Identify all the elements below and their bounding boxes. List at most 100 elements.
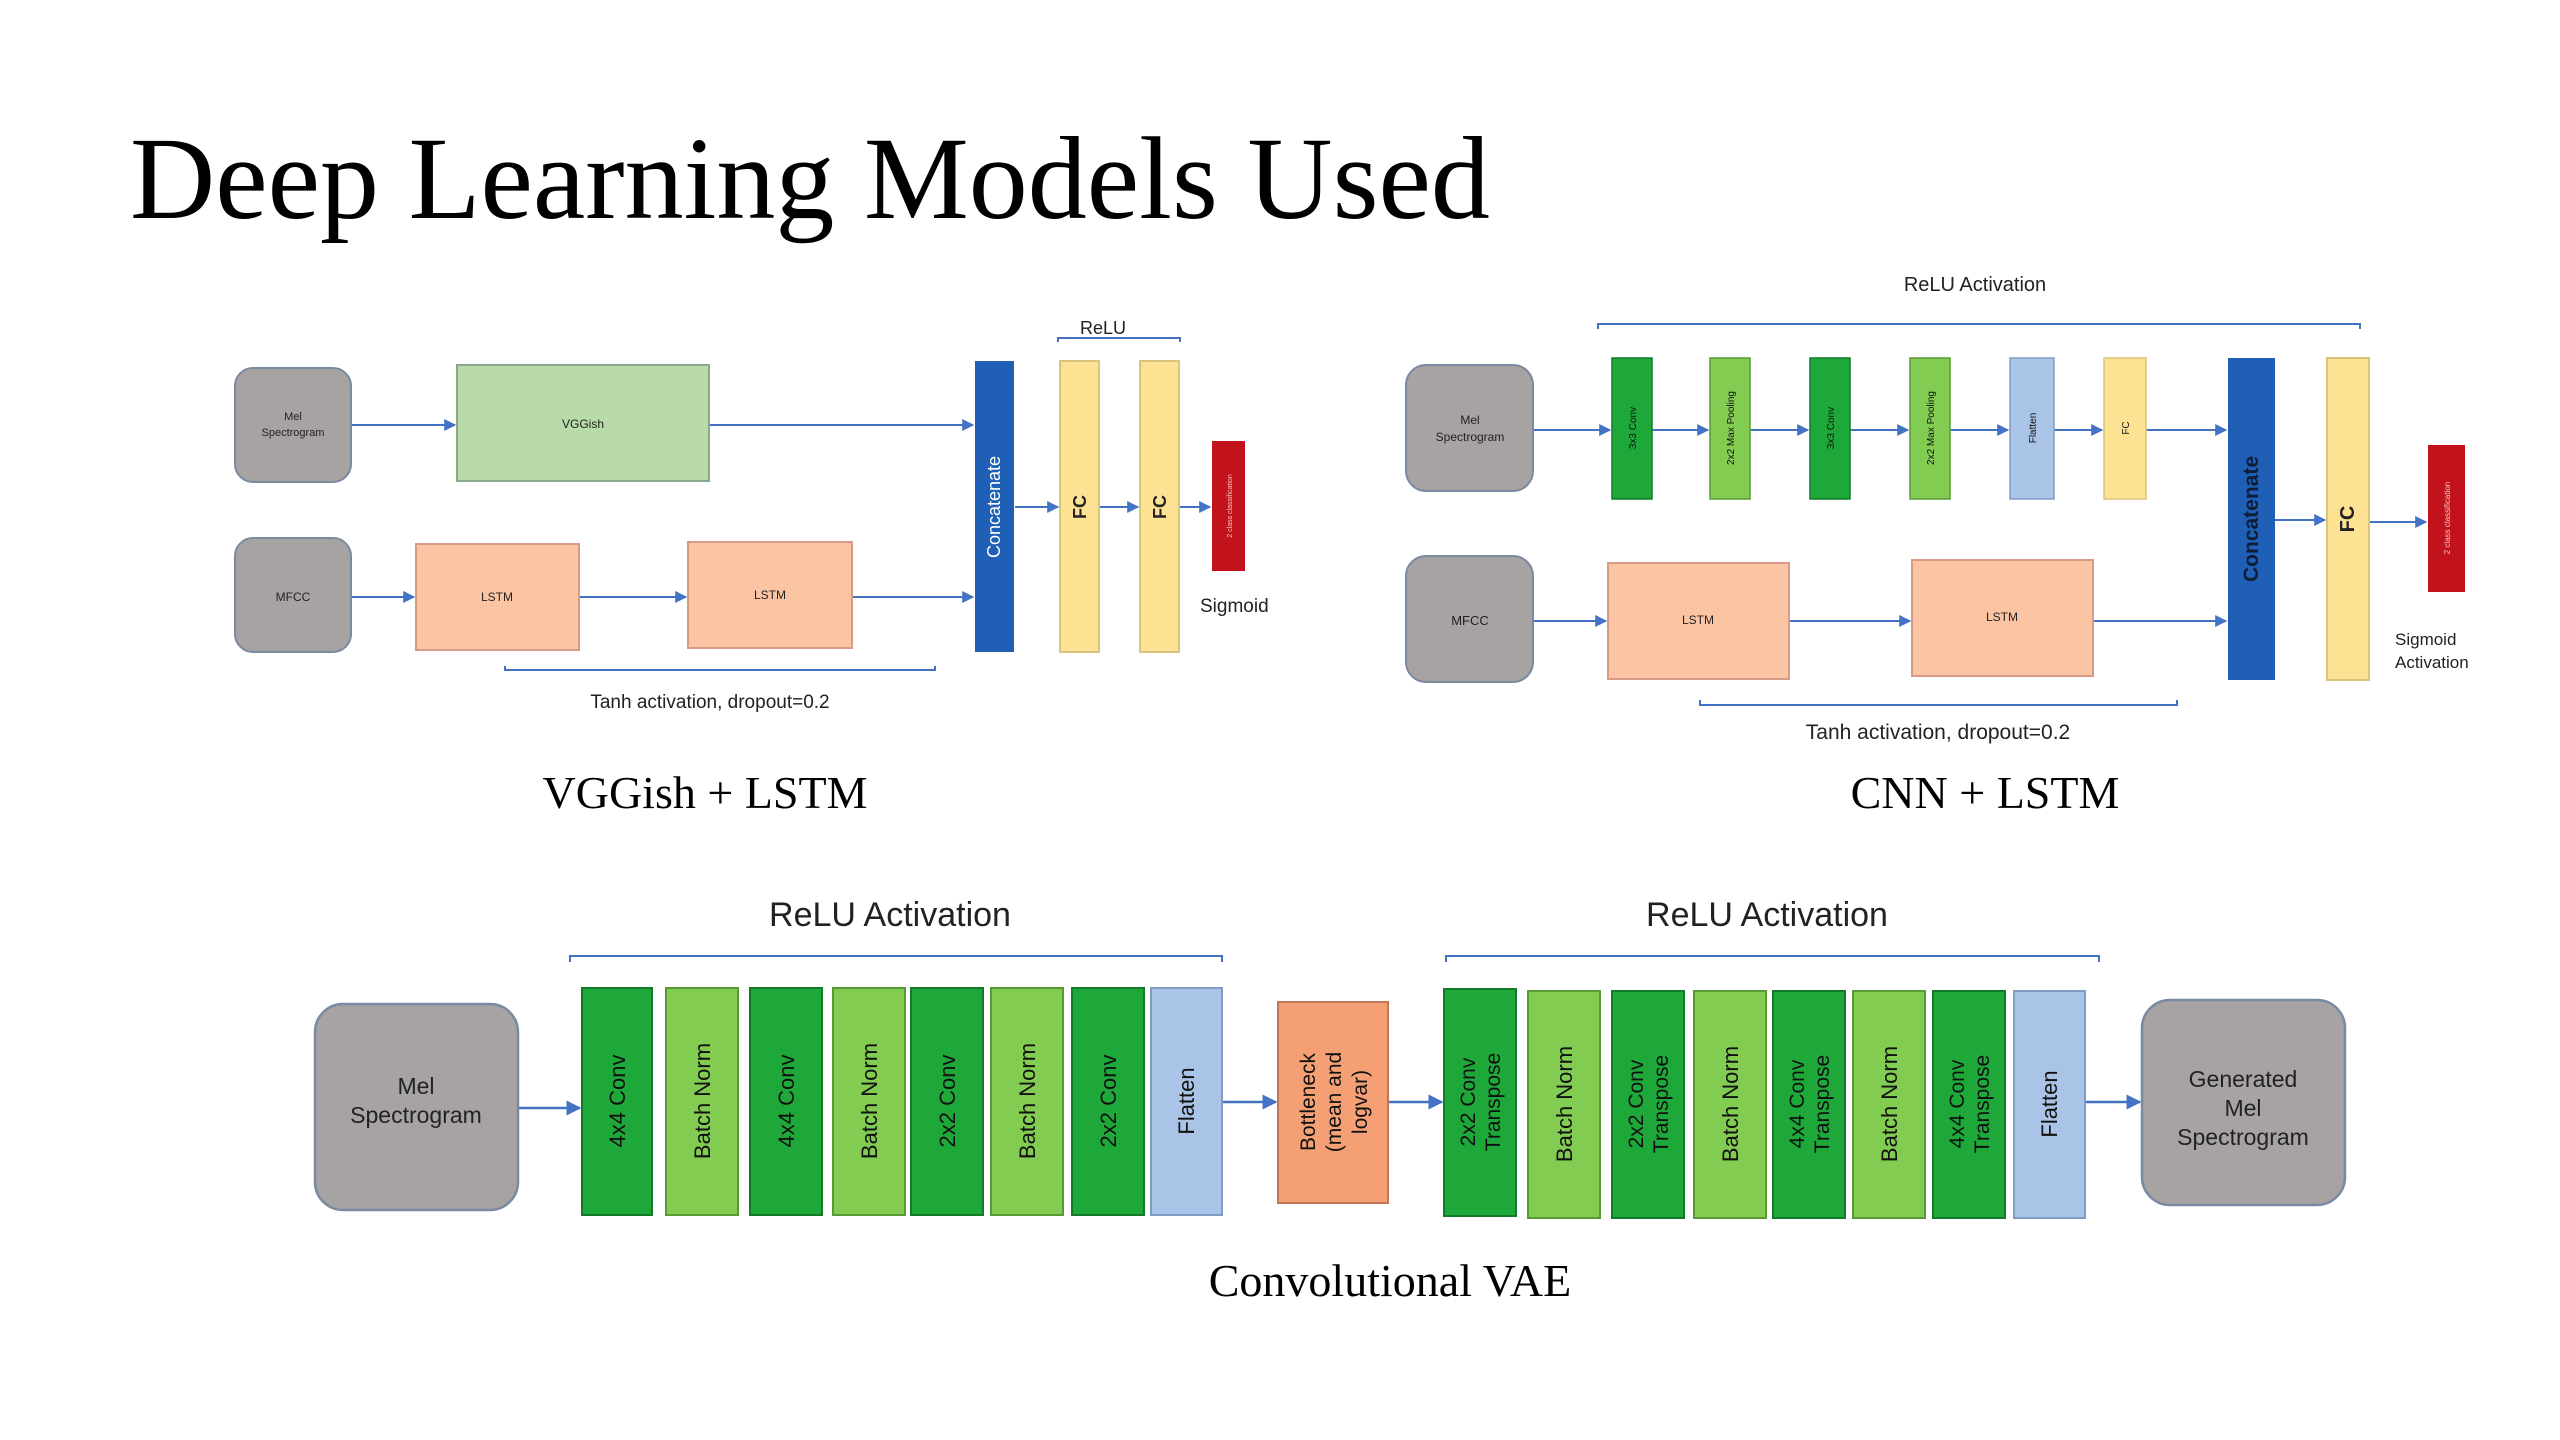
vae-enc-layer-7-label: 2x2 Conv [1096,1055,1121,1148]
vae-enc-layer-6-label: Batch Norm [1015,1043,1040,1159]
vae-dec-layer-5-label-2: Transpose [1811,1055,1834,1153]
vae-enc-layer-2-label: Batch Norm [690,1043,715,1159]
cnn-layer-1-label: 3x3 Conv [1628,407,1639,449]
vae-dec-layer-2-label: Batch Norm [1552,1046,1577,1162]
vae-mel-label-2: Spectrogram [350,1102,482,1128]
cnn-sigmoid-label-1: Sigmoid [2395,630,2456,649]
vggish-block [456,364,710,482]
vae-bottleneck-label-3: logvar) [1349,1070,1372,1134]
vgg-sigmoid-label: Sigmoid [1200,596,1269,617]
vae-mel-label-1: Mel [397,1073,434,1099]
vgg-output-label: 2 class classification [1227,474,1234,538]
vae-dec-layer-5-label-1: 4x4 Conv [1786,1059,1809,1148]
cnn-caption: CNN + LSTM [1851,767,2120,818]
cnn-layer-1 [1611,357,1653,500]
vae-dec-layer-3 [1611,990,1685,1219]
cnn-concatenate-label: Concatenate [2240,456,2263,582]
vae-enc-layer-6 [990,987,1064,1216]
vgg-tanh-label: Tanh activation, dropout=0.2 [590,692,829,713]
vgg-mfcc-input [234,537,352,653]
cnn-layer-6 [2103,357,2147,500]
cnn-mfcc-label: MFCC [1451,613,1489,628]
vgg-output [1212,441,1245,571]
cnn-layer-4-label: 2x2 Max Pooling [1926,391,1937,465]
vae-dec-layer-1-label-1: 2x2 Conv [1457,1057,1480,1146]
cnn-fc [2326,357,2370,681]
cnn-lstm-2-label: LSTM [1986,610,2018,624]
vgg-lstm-2-label: LSTM [754,588,786,602]
cnn-layer-5-label: Flatten [2028,413,2039,444]
vae-decoder-relu-label: ReLU Activation [1646,896,1888,934]
vae-enc-layer-5 [910,987,984,1216]
cnn-lstm-diagram: Mel Spectrogram MFCC 3x3 Conv 2x2 Max Po… [1405,274,2469,818]
vae-dec-layer-7-label-1: 4x4 Conv [1946,1059,1969,1148]
vgg-mel-label: Mel [284,411,302,423]
vgg-lstm-2 [687,541,853,649]
vae-dec-layer-5 [1772,990,1846,1219]
vae-enc-layer-4 [832,987,906,1216]
vae-enc-layer-8-label: Flatten [1174,1067,1199,1134]
vae-dec-layer-3-label-1: 2x2 Conv [1625,1059,1648,1148]
vae-enc-layer-5-label: 2x2 Conv [935,1055,960,1148]
cnn-layer-6-label: FC [2121,421,2132,434]
vae-dec-layer-7 [1932,990,2006,1219]
vgg-lstm-1-label: LSTM [481,590,513,604]
vae-dec-layer-8 [2013,990,2086,1219]
vae-enc-layer-4-label: Batch Norm [857,1043,882,1159]
vgg-fc-1 [1059,360,1100,653]
vgg-fc-1-label: FC [1070,495,1090,519]
cnn-tanh-label: Tanh activation, dropout=0.2 [1806,721,2070,744]
vgg-mel-label-2: Spectrogram [262,427,325,439]
cnn-fc-label: FC [2337,506,2359,533]
vae-enc-layer-8 [1150,987,1223,1216]
cnn-output-label: 2 class classification [2443,482,2452,554]
vae-dec-layer-2 [1527,990,1601,1219]
cnn-sigmoid-label-2: Activation [2395,653,2469,672]
vae-dec-layer-4-label: Batch Norm [1718,1046,1743,1162]
vgg-caption: VGGish + LSTM [543,767,868,818]
vae-bottleneck-label-1: Bottleneck [1297,1052,1320,1151]
vgg-fc-2-label: FC [1150,495,1170,519]
vae-enc-layer-3-label: 4x4 Conv [774,1055,799,1148]
vae-caption: Convolutional VAE [1209,1255,1572,1306]
cnn-lstm-1-label: LSTM [1682,613,1714,627]
vgg-relu-label: ReLU [1080,318,1126,338]
cnn-layer-2-label: 2x2 Max Pooling [1726,391,1737,465]
vae-enc-layer-1-label: 4x4 Conv [605,1055,630,1148]
cnn-layer-2 [1709,357,1751,500]
vae-enc-layer-3 [749,987,823,1216]
vae-enc-layer-7 [1071,987,1145,1216]
vae-enc-layer-1 [581,987,653,1216]
vae-output-label-3: Spectrogram [2177,1124,2309,1150]
cnn-layer-3-label: 3x3 Conv [1826,407,1837,449]
vgg-fc-2 [1139,360,1180,653]
vgg-concatenate-label: Concatenate [984,456,1004,558]
vae-bottleneck [1277,1001,1389,1204]
vae-dec-layer-8-label: Flatten [2037,1070,2062,1137]
cnn-layer-5 [2009,357,2055,500]
vae-bottleneck-label-2: (mean and [1323,1052,1346,1152]
slide-title: Deep Learning Models Used [130,113,1490,244]
cnn-lstm-2 [1911,559,2094,677]
vgg-concatenate [975,361,1014,652]
vae-dec-layer-1 [1443,988,1517,1217]
vae-enc-layer-2 [665,987,739,1216]
vae-output [2140,998,2347,1207]
vgg-mfcc-label: MFCC [276,590,311,604]
cnn-mfcc-input [1405,555,1534,683]
cnn-mel-label: Mel [1460,413,1479,427]
vae-output-label-1: Generated [2189,1066,2298,1092]
vae-dec-layer-6 [1852,990,1926,1219]
cnn-output [2428,445,2465,592]
vae-dec-layer-1-label-2: Transpose [1482,1053,1505,1151]
vggish-lstm-diagram: Mel Spectrogram MFCC VGGish LSTM LSTM Co… [234,318,1269,818]
vae-mel-input [313,1002,520,1212]
vae-encoder-relu-label: ReLU Activation [769,896,1011,934]
cnn-lstm-1 [1607,562,1790,680]
cnn-layer-3 [1809,357,1851,500]
cnn-relu-label: ReLU Activation [1904,274,2046,296]
cnn-mel-label-2: Spectrogram [1436,430,1505,444]
cnn-concatenate [2228,358,2275,680]
vgg-mel-input [234,367,352,483]
